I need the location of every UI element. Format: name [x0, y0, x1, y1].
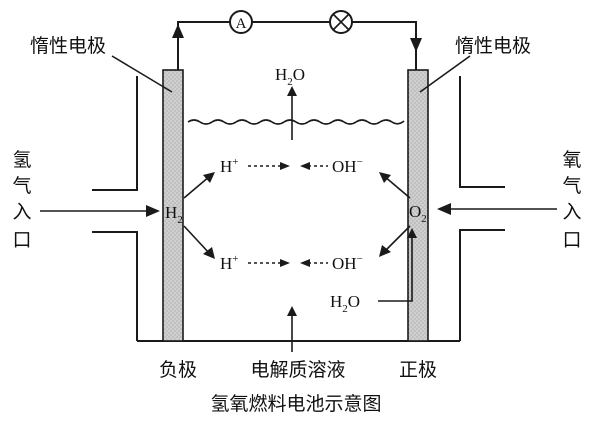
cathode-electrode: [407, 69, 429, 342]
oxygen-inlet-label: 氧 气 入 口: [562, 149, 581, 251]
h2-label: H2: [165, 203, 183, 226]
h-plus-bottom-label: H+: [220, 253, 239, 273]
electrolyte-label: 电解质溶液: [250, 359, 345, 381]
o2-label: O2: [409, 202, 427, 225]
diagram-caption: 氢氧燃料电池示意图: [210, 393, 381, 415]
lamp-icon: [329, 10, 353, 34]
water-top-label: H2O: [275, 65, 305, 88]
svg-text:入: 入: [12, 201, 31, 223]
svg-text:口: 口: [12, 229, 31, 251]
hydrogen-inlet-label: 氢 气 入 口: [12, 149, 31, 251]
anode-electrode: [162, 69, 184, 342]
cell-container: [92, 76, 505, 342]
svg-text:氧: 氧: [562, 149, 581, 171]
oxygen-inlet-arrow: [437, 203, 451, 215]
cathode-electrode-label: 惰性电极: [455, 35, 531, 57]
positive-pole-label: 正极: [399, 359, 437, 381]
anode-electrode-label: 惰性电极: [30, 35, 106, 57]
svg-text:气: 气: [562, 175, 581, 197]
electrolyte-surface: [187, 119, 405, 125]
oh-minus-bottom-label: OH−: [332, 253, 363, 273]
water-bottom-label: H2O: [330, 292, 360, 315]
h-plus-top-label: H+: [220, 156, 239, 176]
external-circuit: [172, 21, 422, 70]
svg-text:气: 气: [12, 175, 31, 197]
negative-pole-label: 负极: [159, 359, 197, 381]
ammeter-label: A: [236, 16, 247, 32]
ammeter-icon: A: [229, 10, 253, 34]
hydrogen-inlet-arrow: [146, 205, 160, 217]
oh-minus-top-label: OH−: [332, 156, 363, 176]
svg-text:氢: 氢: [12, 149, 31, 171]
svg-text:口: 口: [562, 229, 581, 251]
svg-text:入: 入: [562, 201, 581, 223]
